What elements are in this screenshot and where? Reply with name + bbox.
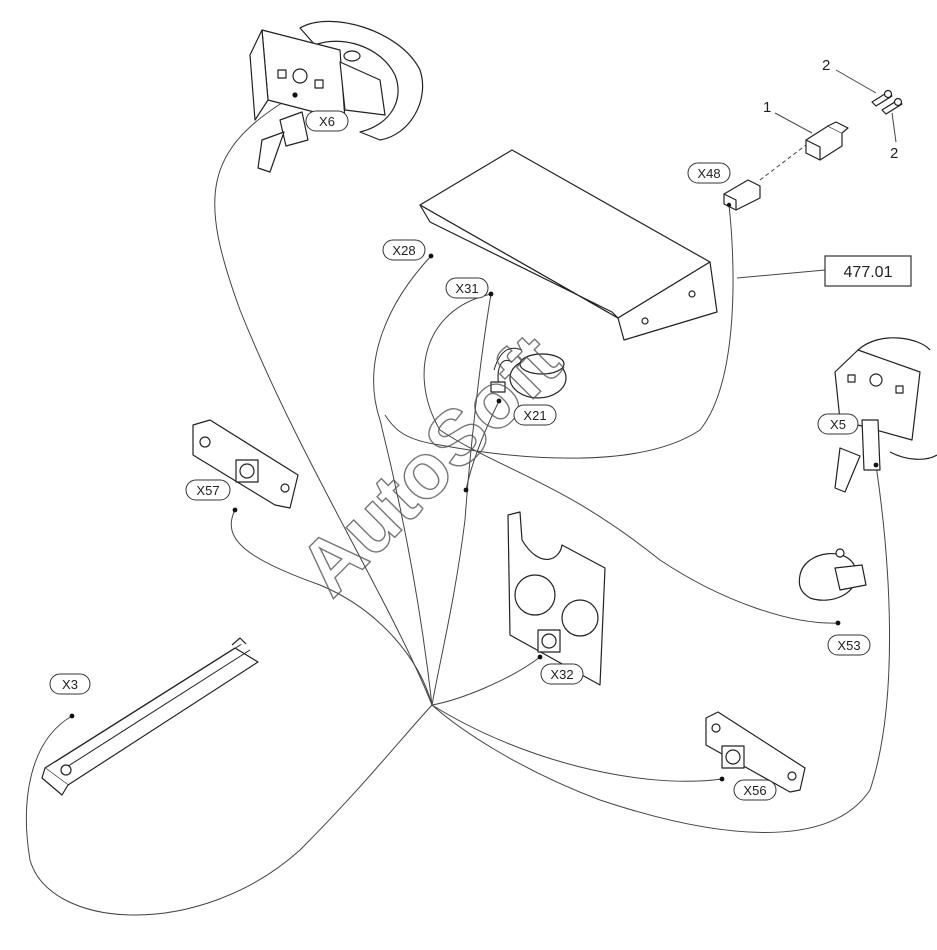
x32-panel: [507, 511, 606, 686]
callout-label: X28: [392, 243, 415, 258]
item-2-screws: [871, 89, 903, 115]
callout-label: X31: [455, 281, 478, 296]
item-number-1: 1: [763, 99, 771, 116]
callout-label: X48: [697, 166, 720, 181]
callout-label: X5: [830, 417, 846, 432]
callout-label: X32: [550, 667, 573, 682]
callout-x48: X48: [687, 162, 731, 184]
x53-sensor: [798, 548, 867, 626]
x57-plate: [192, 419, 299, 513]
item-number-2-top: 2: [822, 57, 830, 74]
callout-x32: X32: [540, 663, 584, 685]
callout-label: X21: [523, 408, 546, 423]
tray-cover: [419, 149, 718, 341]
callout-x56: X56: [733, 779, 777, 801]
callout-x57: X57: [185, 479, 231, 501]
callout-x28: X28: [382, 239, 426, 261]
item-1-connector: [805, 121, 849, 161]
callout-label: X6: [319, 114, 335, 129]
callout-label: X56: [743, 783, 766, 798]
callout-x21: X21: [513, 404, 557, 426]
callout-x53: X53: [827, 634, 871, 656]
left-lamp-assembly: [249, 20, 424, 173]
wire-endpoints: [428, 253, 494, 493]
callout-x6: X6: [305, 110, 349, 132]
reference-box: 477.01: [824, 255, 912, 287]
callout-label: X53: [837, 638, 860, 653]
reference-number: 477.01: [844, 264, 893, 281]
harness-wires: [25, 69, 897, 916]
callout-x5: X5: [817, 413, 859, 435]
callout-label: X57: [196, 483, 219, 498]
callout-label: X3: [62, 677, 78, 692]
x48-plug: [723, 179, 761, 211]
x56-plate: [705, 711, 806, 793]
x3-terminal-strip: [41, 637, 259, 796]
x21-sensor: [490, 347, 567, 404]
callout-x3: X3: [49, 673, 91, 695]
callout-x31: X31: [445, 277, 489, 299]
item-number-2-right: 2: [890, 145, 898, 162]
